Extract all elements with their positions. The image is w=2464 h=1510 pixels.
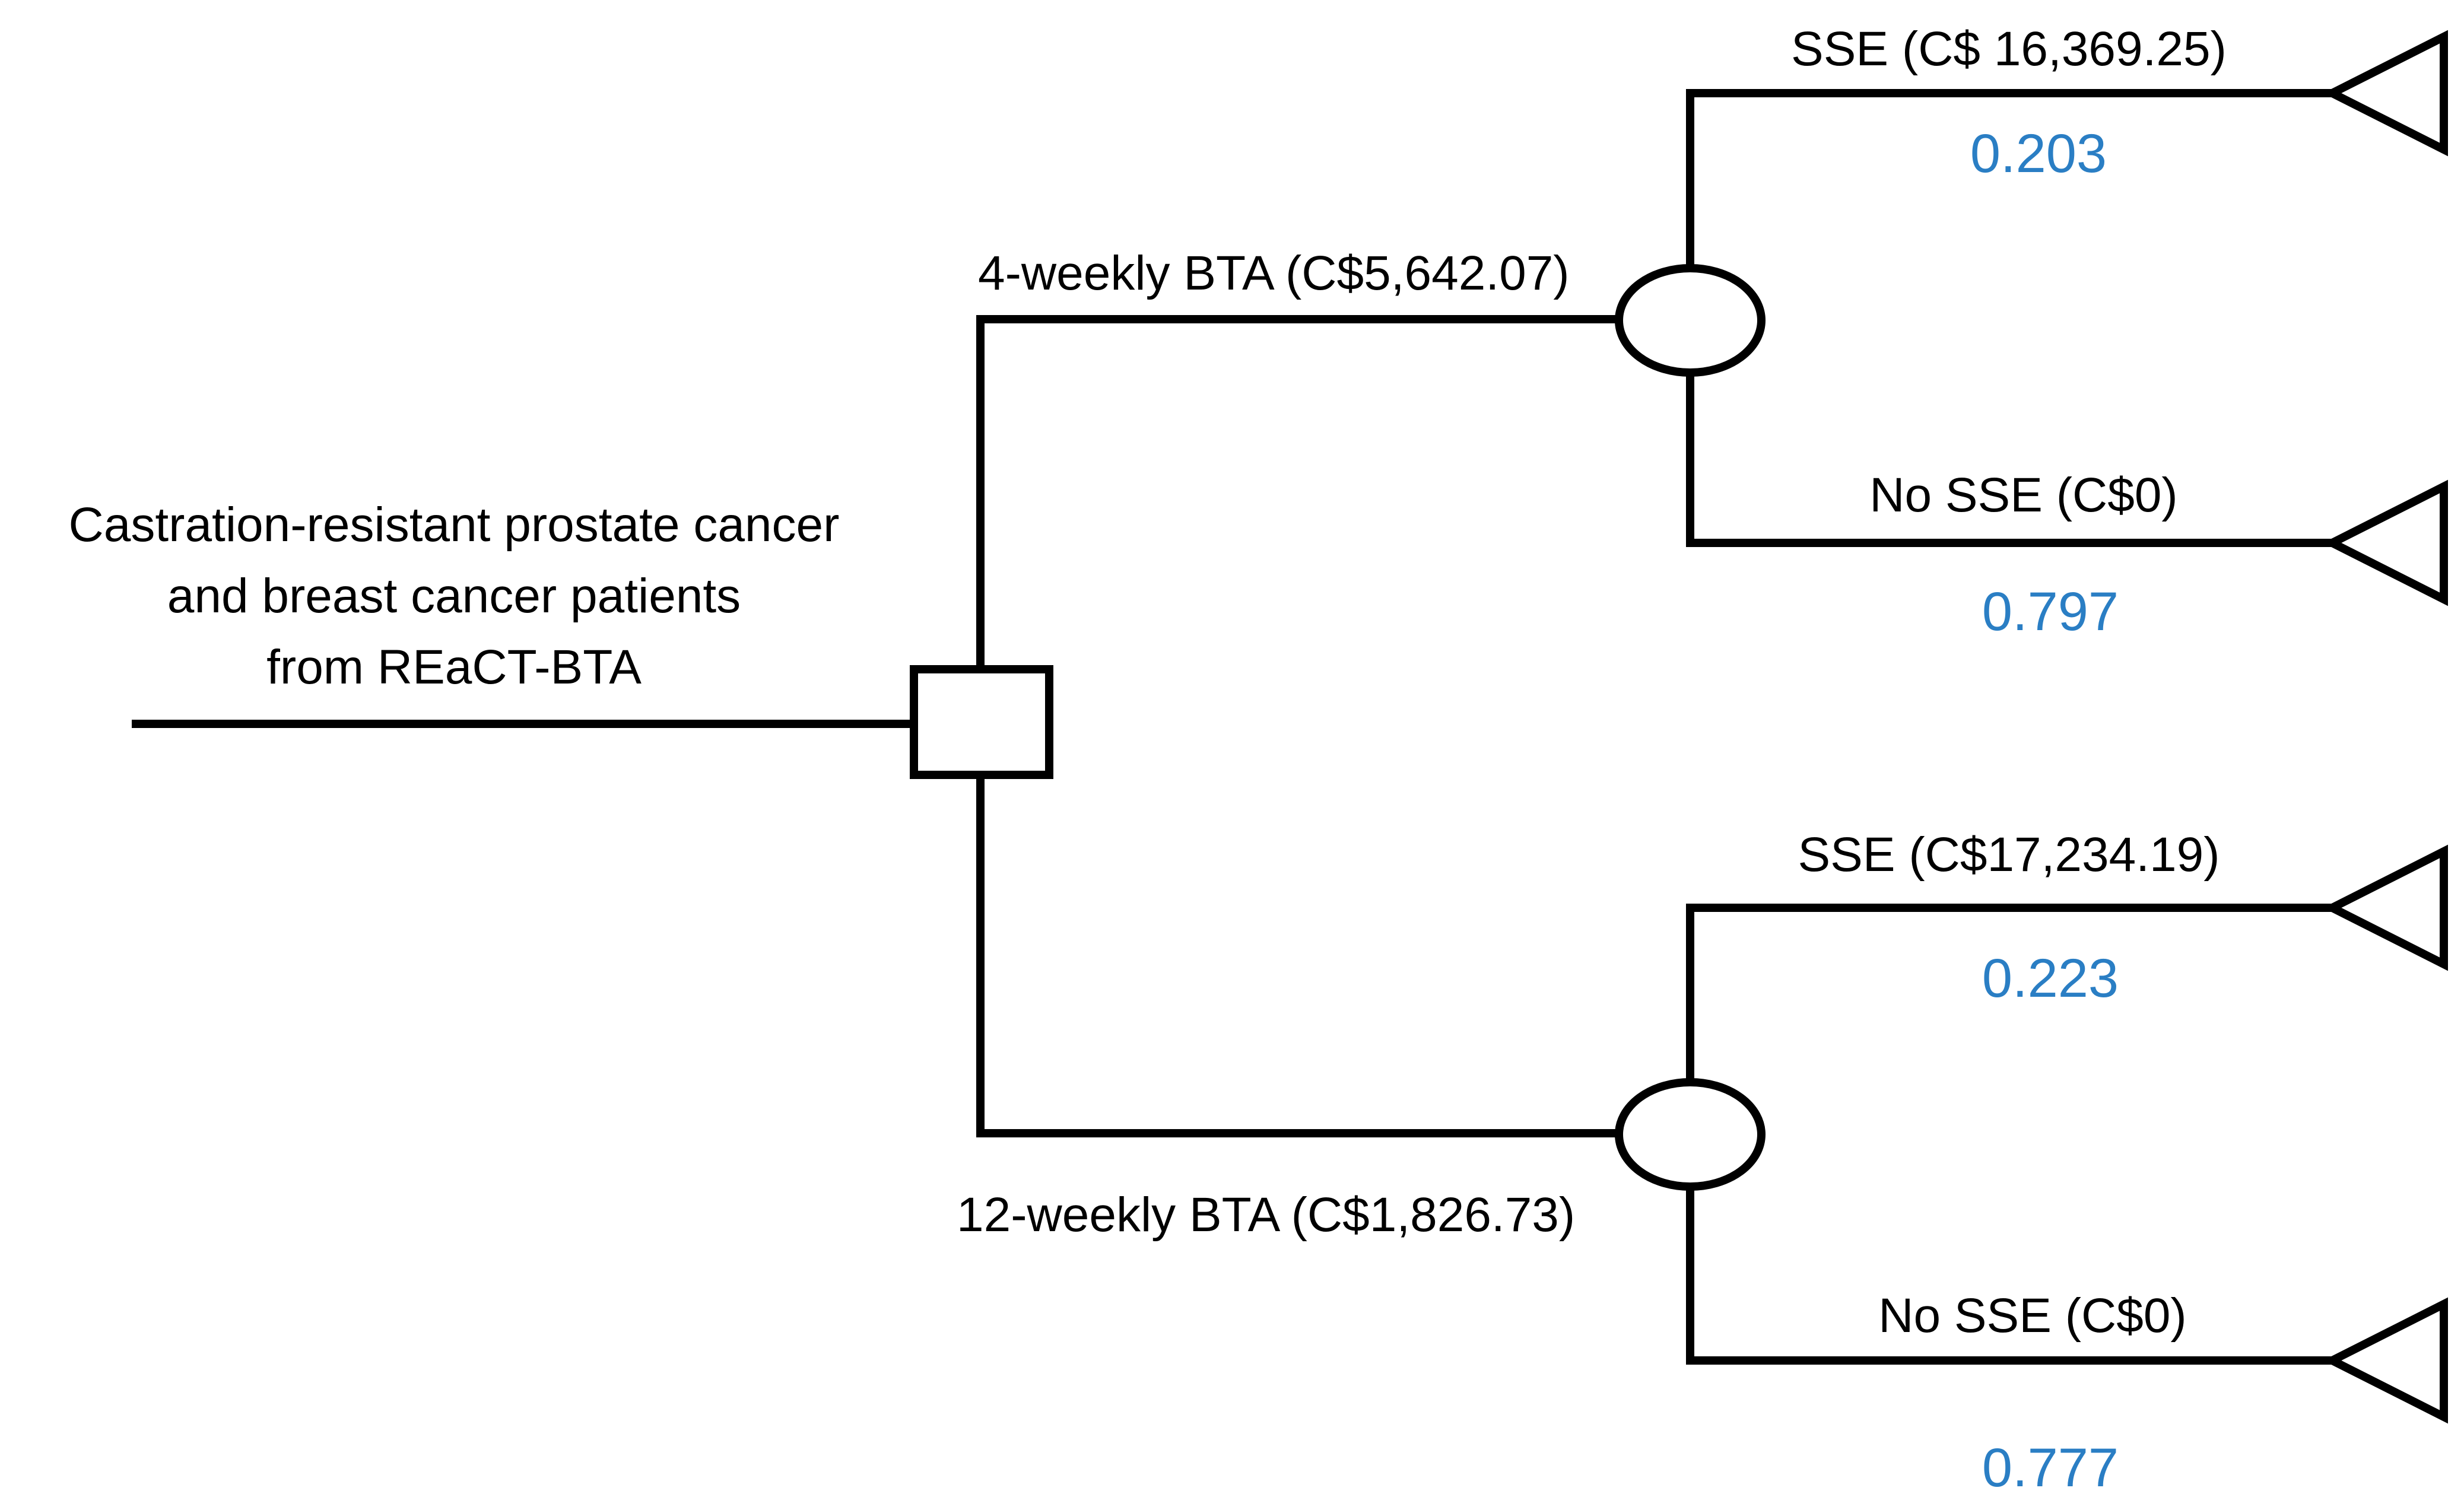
terminal-node-12w-sse (2323, 844, 2448, 971)
edge-12-weekly (976, 778, 1620, 1137)
label-4w-sse: SSE (C$ 16,369.25) (1791, 22, 2227, 76)
chance-node-12-weekly (1615, 1078, 1766, 1191)
root-label-line-3: from REaCT-BTA (266, 640, 642, 694)
root-label-line-1: Castration-resistant prostate cancer (69, 498, 840, 552)
edge-12w-no-sse (1686, 1187, 2332, 1365)
probability-12w-sse: 0.223 (1982, 948, 2119, 1009)
terminal-node-4w-sse (2323, 30, 2448, 157)
probability-4w-no-sse: 0.797 (1982, 581, 2119, 642)
label-4-weekly: 4-weekly BTA (C$5,642.07) (978, 246, 1570, 300)
probability-12w-no-sse: 0.777 (1982, 1438, 2119, 1498)
edge-4-weekly (976, 315, 1620, 669)
label-12-weekly: 12-weekly BTA (C$1,826.73) (957, 1188, 1575, 1242)
label-12w-no-sse: No SSE (C$0) (1878, 1289, 2187, 1343)
terminal-node-4w-no-sse (2323, 479, 2448, 606)
probability-4w-sse: 0.203 (1970, 123, 2107, 184)
label-12w-sse: SSE (C$17,234.19) (1798, 828, 2219, 882)
edge-4w-no-sse (1686, 373, 2332, 547)
decision-node (910, 665, 1053, 779)
edge-12w-sse (1686, 904, 2332, 1080)
root-label-line-2: and breast cancer patients (167, 569, 741, 623)
label-4w-no-sse: No SSE (C$0) (1869, 468, 2178, 522)
terminal-node-12w-no-sse (2323, 1297, 2448, 1424)
chance-node-4-weekly (1615, 264, 1766, 377)
edge-4w-sse (1686, 89, 2332, 266)
